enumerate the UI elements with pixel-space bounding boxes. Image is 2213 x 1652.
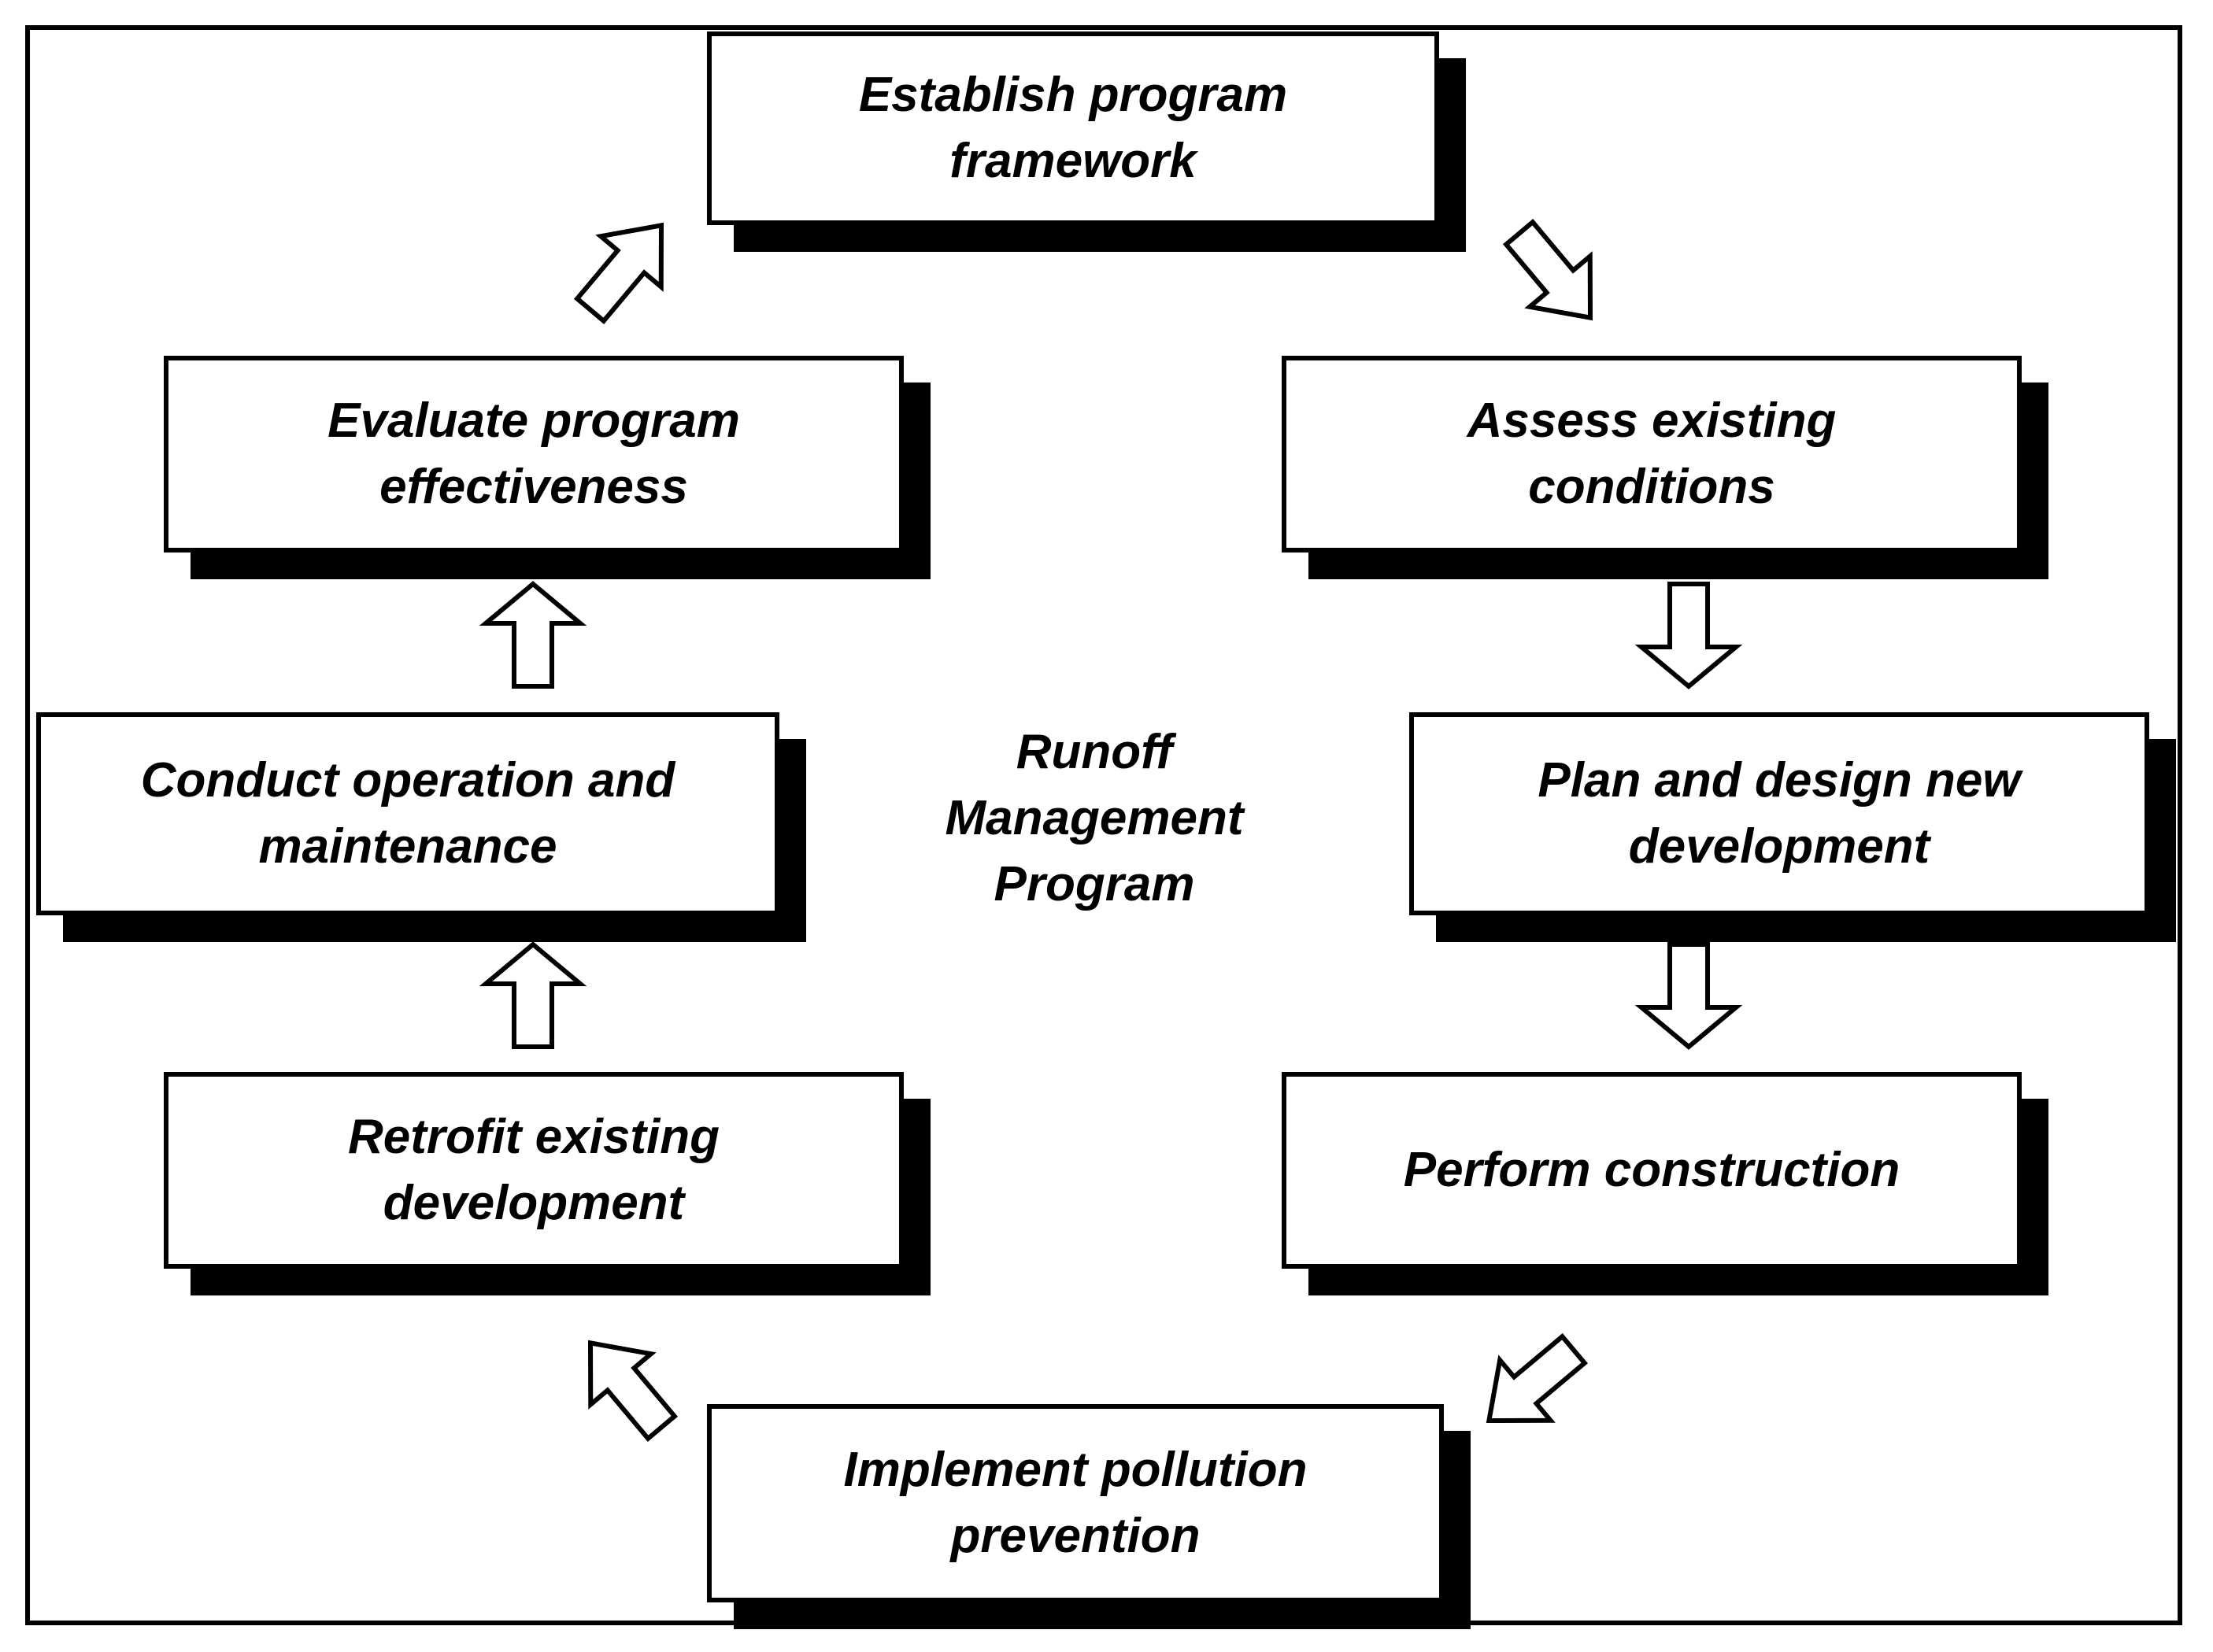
step-plan-design: Plan and design new development: [1409, 712, 2149, 915]
block-arrow-icon: [1464, 1320, 1599, 1451]
block-arrow-icon: [479, 581, 587, 689]
step-plan-design-label: Plan and design new development: [1538, 753, 2021, 874]
block-arrow-icon: [561, 200, 692, 335]
step-operation-maintenance-label: Conduct operation and maintenance: [140, 753, 675, 874]
step-assess-conditions-label: Assess existing conditions: [1467, 394, 1837, 514]
block-arrow-icon: [1634, 582, 1743, 689]
step-pollution-prevention-label: Implement pollution prevention: [843, 1443, 1308, 1563]
step-establish-framework-label: Establish program framework: [858, 68, 1288, 188]
block-arrow-icon: [1490, 208, 1621, 343]
block-arrow-icon: [1634, 942, 1743, 1050]
block-arrow-icon: [479, 941, 587, 1049]
center-title: Runoff Management Program: [905, 716, 1283, 921]
step-evaluate-effectiveness-label: Evaluate program effectiveness: [328, 394, 740, 514]
step-evaluate-effectiveness: Evaluate program effectiveness: [164, 356, 904, 553]
block-arrow-icon: [561, 1318, 692, 1453]
step-perform-construction-label: Perform construction: [1403, 1143, 1900, 1197]
step-pollution-prevention: Implement pollution prevention: [707, 1404, 1444, 1602]
step-operation-maintenance: Conduct operation and maintenance: [36, 712, 779, 915]
step-establish-framework: Establish program framework: [707, 31, 1439, 225]
step-retrofit-development-label: Retrofit existing development: [348, 1110, 720, 1230]
step-retrofit-development: Retrofit existing development: [164, 1072, 904, 1269]
step-assess-conditions: Assess existing conditions: [1282, 356, 2022, 553]
step-perform-construction: Perform construction: [1282, 1072, 2022, 1269]
center-title-label: Runoff Management Program: [945, 725, 1244, 911]
